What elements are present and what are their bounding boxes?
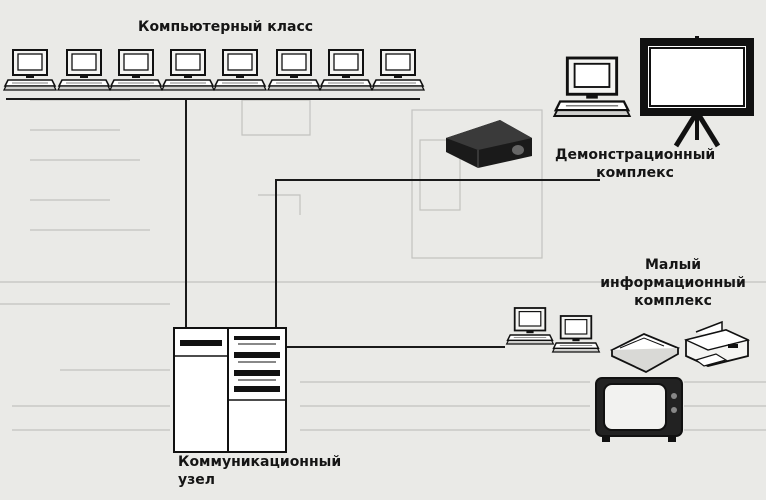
- pc-icon: [371, 49, 425, 91]
- comm-node-label: Коммуникационный узел: [178, 453, 341, 489]
- projector-icon: [446, 120, 532, 168]
- demo-complex-label: Демонстрационный комплекс: [555, 146, 715, 182]
- scanner-icon: [609, 333, 681, 374]
- printer-icon: [683, 320, 751, 367]
- network-links: [6, 98, 600, 348]
- pc-icon: [551, 315, 601, 353]
- pc-icon: [505, 307, 555, 345]
- projection-screen-icon: [640, 36, 754, 148]
- pc-icon: [319, 49, 373, 91]
- info-complex-label: Малый информационный комплекс: [600, 256, 746, 310]
- bleed-through-background: [0, 99, 766, 431]
- info-complex-label-line2: информационный: [600, 275, 746, 291]
- television-icon: [595, 377, 683, 442]
- demo-complex-label-line1: Демонстрационный: [555, 147, 716, 163]
- server-rack-icon: [173, 327, 287, 453]
- pc-icon: [3, 49, 57, 91]
- pc-icon: [161, 49, 215, 91]
- demo-complex-group: [446, 36, 754, 168]
- pc-icon: [109, 49, 163, 91]
- pc-icon: [57, 49, 111, 91]
- info-complex-label-line1: Малый: [644, 257, 702, 273]
- pc-icon: [267, 49, 321, 91]
- computer-class-label: Компьютерный класс: [138, 19, 314, 35]
- pc-icon: [213, 49, 267, 91]
- comm-node-label-line1: Коммуникационный: [178, 454, 342, 470]
- comm-node-label-line2: узел: [178, 472, 216, 488]
- info-complex-label-line3: комплекс: [634, 293, 712, 309]
- computer-class-group: [3, 49, 425, 91]
- info-complex-group: [505, 307, 751, 442]
- demo-complex-label-line2: комплекс: [596, 165, 674, 181]
- demo-to-node-line: [275, 179, 600, 330]
- pc-icon: [552, 56, 632, 118]
